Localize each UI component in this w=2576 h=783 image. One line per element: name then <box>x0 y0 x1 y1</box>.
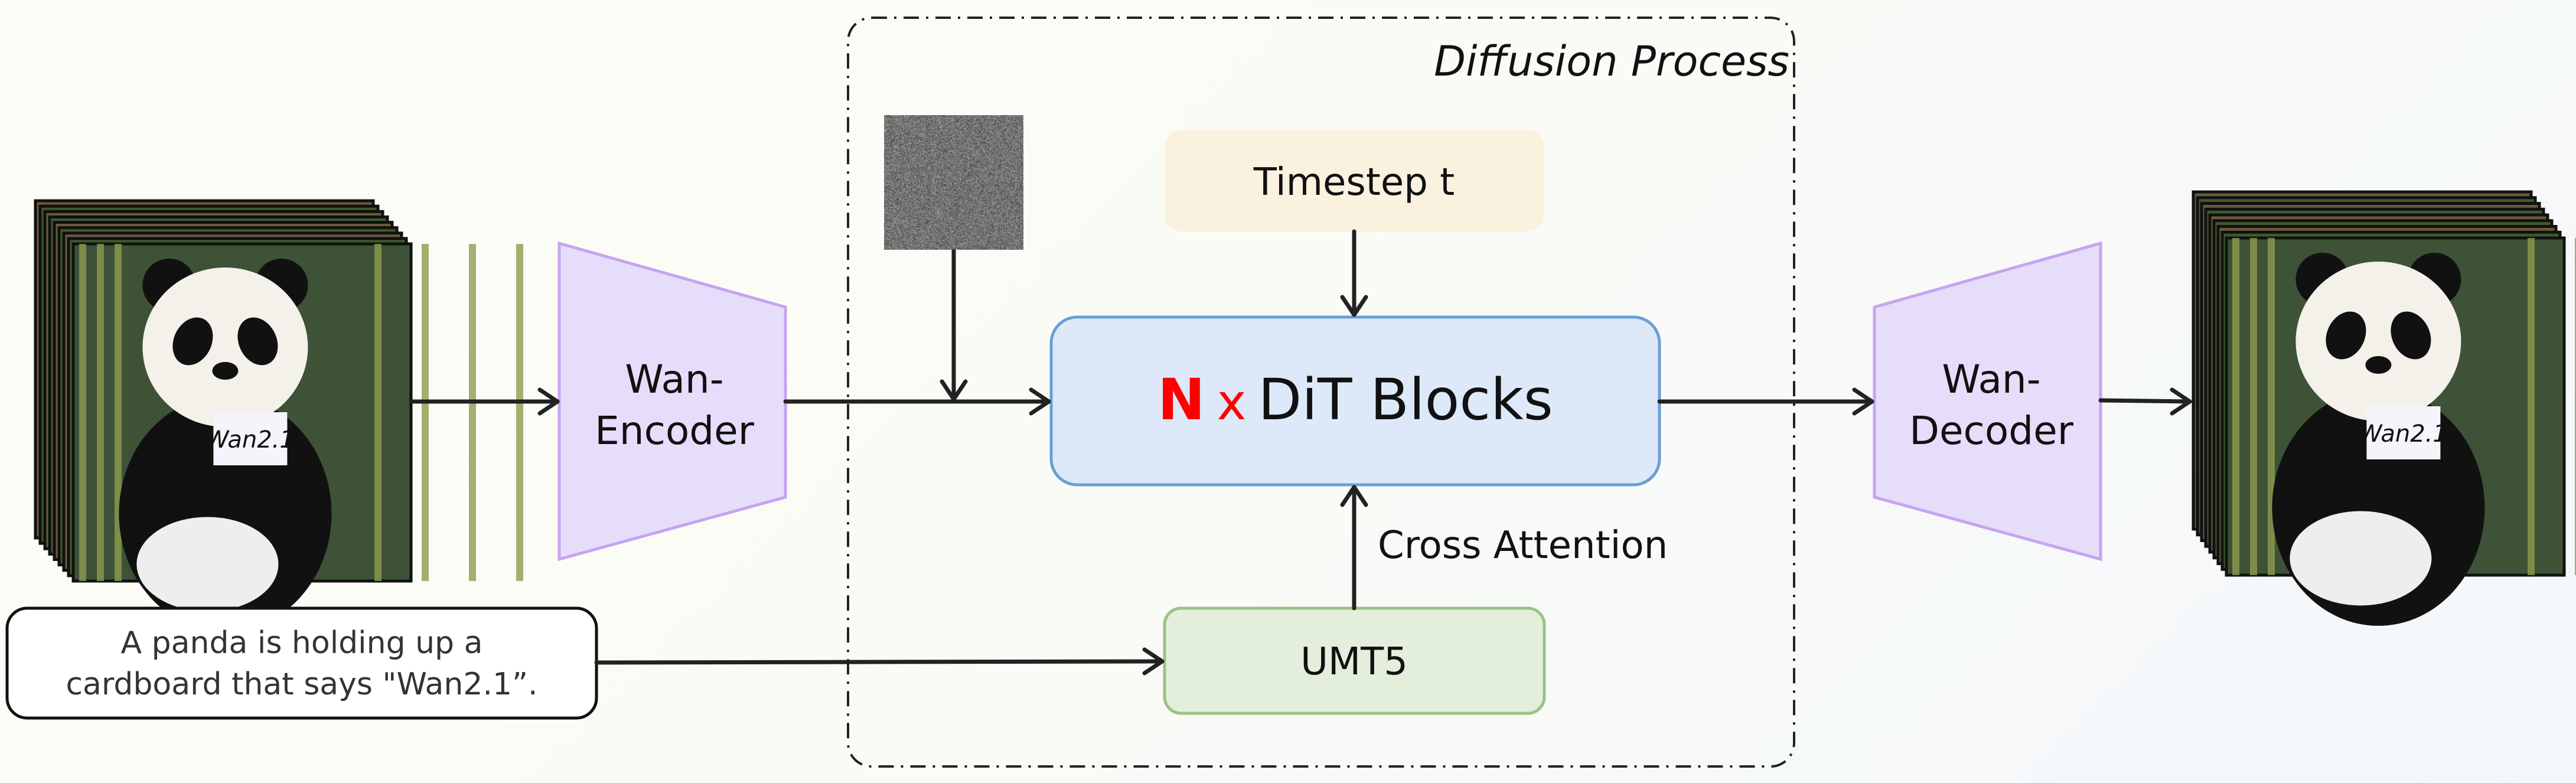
prompt-line2: cardboard that says "Wan2.1”. <box>66 667 537 702</box>
arrow-timestep-to-dit <box>1342 231 1366 315</box>
dit-blocks-label: NxDiT Blocks <box>1157 367 1553 433</box>
noise-latent-image <box>884 115 1023 250</box>
cross-attention-label: Cross Attention <box>1378 524 1668 567</box>
panda-frame: Wan2.1 <box>73 244 523 632</box>
arrow-video-to-encoder <box>412 390 557 413</box>
umt5-label: UMT5 <box>1300 640 1408 684</box>
prompt-line1: A panda is holding up a <box>121 625 483 661</box>
dit-n: N <box>1157 367 1205 433</box>
arrow-umt5-to-dit <box>1342 487 1366 608</box>
encoder-label-line2: Encoder <box>595 408 755 454</box>
arrow-dit-to-decoder <box>1659 390 1872 413</box>
arrow-prompt-to-umt5 <box>596 650 1162 673</box>
panda-frame: Wan2.1 <box>2226 238 2576 626</box>
dit-label: DiT Blocks <box>1258 367 1553 433</box>
arrow-decoder-to-video <box>2101 390 2190 413</box>
input-video-frames: Wan2.1 <box>35 201 523 632</box>
timestep-label: Timestep t <box>1253 161 1455 204</box>
encoder-label-line1: Wan- <box>625 357 723 402</box>
panda-sign-text: Wan2.1 <box>2359 420 2448 448</box>
diffusion-process-title: Diffusion Process <box>1434 37 1789 86</box>
arrow-encoder-to-dit <box>785 390 1049 413</box>
panda-sign-text: Wan2.1 <box>206 426 295 454</box>
output-video-frames: Wan2.1 <box>2193 192 2576 626</box>
arrow-noise-to-latent <box>942 250 966 399</box>
decoder-label-line2: Decoder <box>1909 408 2074 454</box>
dit-x: x <box>1217 373 1247 431</box>
decoder-label-line1: Wan- <box>1942 357 2040 402</box>
